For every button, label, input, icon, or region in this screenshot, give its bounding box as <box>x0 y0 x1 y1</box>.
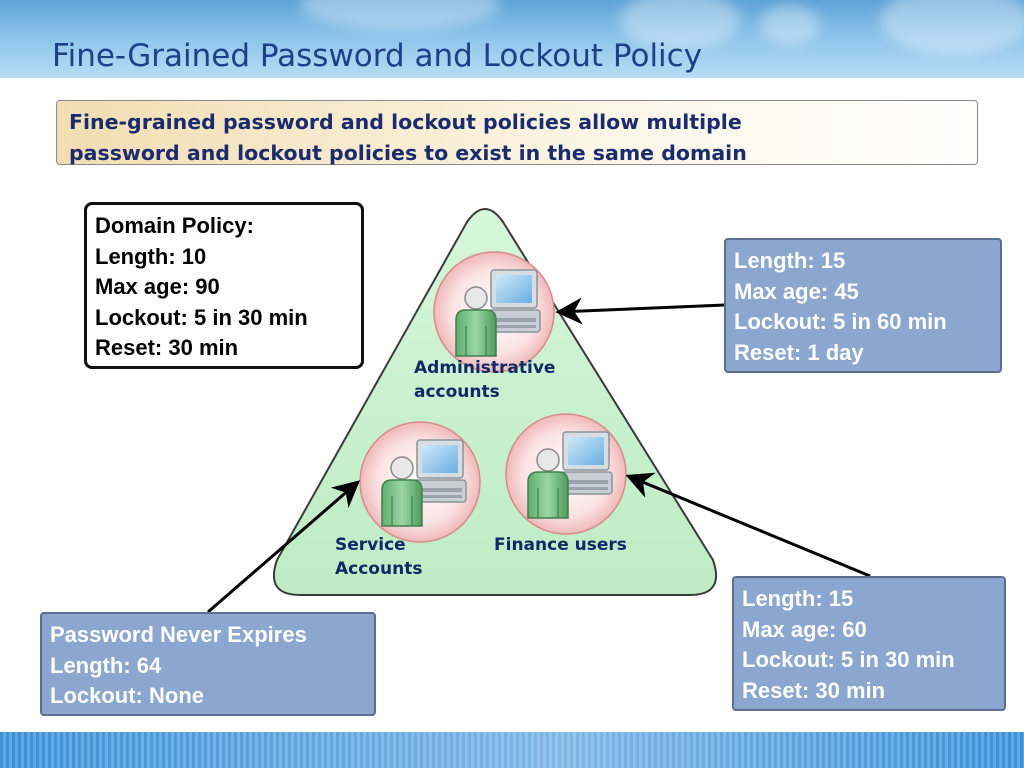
bottom-banner <box>0 732 1024 768</box>
finance-policy-arrow <box>625 472 871 578</box>
service-accounts-line-1: Service <box>335 535 406 555</box>
user-computer-icon <box>433 251 555 373</box>
user-computer-icon <box>359 421 481 543</box>
service-policy-line: Password Never Expires <box>50 622 307 647</box>
domain-policy-callout: Domain Policy: Length: 10 Max age: 90 Lo… <box>84 202 364 369</box>
domain-policy-line: Reset: 30 min <box>95 335 239 360</box>
admin-accounts-label: Administrative accounts <box>414 356 555 404</box>
admin-accounts-line-1: Administrative <box>414 358 556 378</box>
service-accounts-label: Service Accounts <box>335 533 422 581</box>
finance-policy-callout: Length: 15 Max age: 60 Lockout: 5 in 30 … <box>732 576 1006 711</box>
service-policy-callout: Password Never Expires Length: 64 Lockou… <box>40 612 376 716</box>
top-banner <box>0 0 1024 78</box>
admin-policy-callout: Length: 15 Max age: 45 Lockout: 5 in 60 … <box>724 238 1002 373</box>
domain-policy-line: Domain Policy: <box>95 213 254 238</box>
admin-policy-line: Length: 15 <box>734 248 846 273</box>
service-policy-line: Lockout: None <box>50 683 204 708</box>
admin-policy-line: Max age: 45 <box>734 278 859 304</box>
summary-box: Fine-grained password and lockout polici… <box>56 100 978 165</box>
summary-line-2: password and lockout policies to exist i… <box>69 141 747 165</box>
summary-line-1: Fine-grained password and lockout polici… <box>69 110 742 134</box>
finance-policy-line: Reset: 30 min <box>742 677 886 703</box>
finance-users-label: Finance users <box>494 533 627 557</box>
admin-policy-arrow <box>555 297 726 325</box>
admin-policy-line: Lockout: 5 in 60 min <box>734 309 947 334</box>
admin-accounts-line-2: accounts <box>414 382 500 402</box>
service-policy-arrow <box>207 480 361 614</box>
service-policy-line: Length: 64 <box>50 652 162 678</box>
finance-policy-line: Max age: 60 <box>742 616 867 642</box>
slide-title: Fine-Grained Password and Lockout Policy <box>52 38 703 74</box>
finance-policy-line: Length: 15 <box>742 586 854 611</box>
finance-users-line-1: Finance users <box>494 535 627 555</box>
domain-policy-line: Length: 10 <box>95 243 207 269</box>
domain-policy-line: Max age: 90 <box>95 274 220 299</box>
service-accounts-line-2: Accounts <box>335 559 423 579</box>
domain-policy-line: Lockout: 5 in 30 min <box>95 304 308 330</box>
finance-policy-line: Lockout: 5 in 30 min <box>742 647 955 672</box>
admin-policy-line: Reset: 1 day <box>734 339 864 365</box>
user-computer-icon <box>505 413 627 535</box>
